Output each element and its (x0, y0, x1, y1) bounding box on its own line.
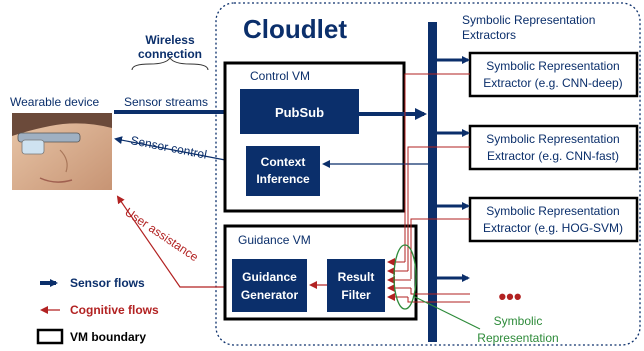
context-inference-line1: Context (261, 155, 306, 169)
extractor-line1: Symbolic Representation (486, 59, 619, 73)
context-inference-line2: Inference (256, 172, 310, 186)
context-inference-box (246, 146, 320, 196)
legend-cognitive-flows: Cognitive flows (70, 303, 159, 317)
symbolic-representation-pointer (412, 295, 481, 330)
control-vm-label: Control VM (250, 69, 310, 83)
extractor-line1: Symbolic Representation (486, 204, 619, 218)
pubsub-label: PubSub (275, 105, 324, 120)
wearable-device-photo (12, 113, 112, 190)
sensor-control-label: Sensor control (129, 133, 208, 162)
wearable-label: Wearable device (10, 95, 99, 109)
cloudlet-boundary (215, 2, 641, 346)
symbolic-representation-highlight (393, 244, 417, 310)
guidance-generator-box (232, 259, 307, 312)
user-assistance-label: User assistance (122, 205, 201, 265)
extractor-line1: Symbolic Representation (486, 132, 619, 146)
symbolic-representation-label-line2: Representation (477, 331, 558, 345)
result-filter-line1: Result (338, 270, 375, 284)
symbolic-representation-label-line1: Symbolic (494, 314, 543, 328)
guidance-generator-line2: Generator (241, 288, 299, 302)
legend-vm-boundary: VM boundary (70, 330, 146, 344)
legend-sensor-flows: Sensor flows (70, 276, 145, 290)
sensor-streams-label: Sensor streams (124, 95, 208, 109)
wireless-label-line2: connection (138, 47, 202, 61)
more-extractors-ellipsis: ••• (498, 284, 521, 309)
extractors-header-line1: Symbolic Representation (462, 13, 595, 27)
wireless-brace (131, 57, 209, 71)
extractor-line2: Extractor (e.g. HOG-SVM) (483, 221, 623, 235)
message-bus (428, 22, 437, 342)
guidance-generator-line1: Guidance (242, 270, 297, 284)
guidance-vm-label: Guidance VM (238, 233, 311, 247)
extractor-box (468, 196, 639, 243)
result-filter-line2: Filter (341, 288, 371, 302)
pubsub-box (240, 89, 359, 134)
cognitive-flow-lines (404, 73, 470, 303)
extractor-line2: Extractor (e.g. CNN-fast) (487, 149, 619, 163)
extractor-line2: Extractor (e.g. CNN-deep) (483, 76, 622, 90)
user-assistance-arrow (116, 195, 225, 288)
legend: Sensor flows Cognitive flows VM boundary (36, 276, 159, 345)
extractor-box (468, 124, 639, 171)
wireless-label-line1: Wireless (145, 33, 195, 47)
legend-vm-boundary-swatch (36, 328, 64, 345)
result-filter-box (327, 259, 385, 312)
cloudlet-title: Cloudlet (243, 14, 347, 44)
extractors-header-line2: Extractors (462, 28, 516, 42)
